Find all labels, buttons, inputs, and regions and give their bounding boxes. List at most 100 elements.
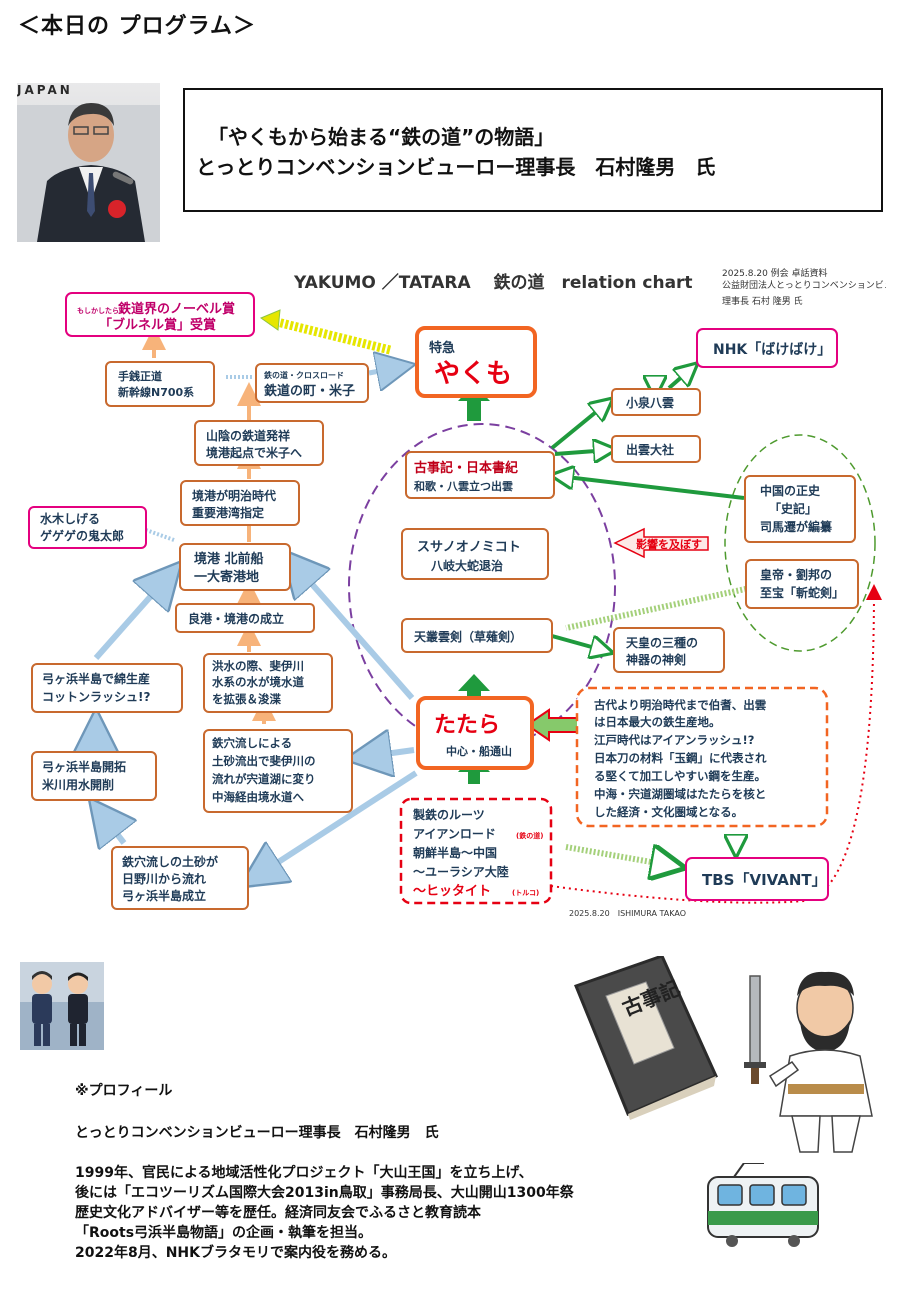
arrow-yonago-yakumo bbox=[368, 366, 406, 373]
vivant-label: TBS「VIVANT」 bbox=[702, 871, 827, 889]
kanna-line-2: 土砂流出で斐伊川の bbox=[212, 754, 316, 768]
chart-meta-1: 2025.8.20 例会 卓話資料 bbox=[722, 267, 828, 279]
tatara-info-6: 中海・宍道湖圏域はたたらを核と bbox=[594, 787, 766, 801]
sakai-meiji-line-1: 境港が明治時代 bbox=[192, 488, 276, 503]
train-icon bbox=[707, 1163, 819, 1247]
nobel-small: もしかしたら bbox=[77, 306, 119, 315]
blue-arrows bbox=[96, 558, 418, 881]
kanna-line-3: 流れが宍道湖に変り bbox=[212, 772, 316, 786]
profile-line: 後には「エコツーリズム国際大会2013in鳥取」事務局長、大山開山1300年祭 bbox=[75, 1185, 574, 1201]
yonago-main: 鉄道の町・米子 bbox=[264, 383, 355, 399]
shiki-line-2: 「史記」 bbox=[769, 501, 817, 516]
tatara-main: たたら bbox=[434, 713, 500, 738]
tatara-info-5: る堅くて加工しやすい鋼を生産。 bbox=[594, 769, 766, 783]
influence-label: 影響を及ぼす bbox=[636, 537, 702, 551]
talk-title: 「やくもから始まる“鉄の道”の物語」 bbox=[208, 125, 555, 149]
arrow-red-dotted bbox=[550, 584, 882, 904]
flood-line-1: 洪水の際、斐伊川 bbox=[212, 659, 304, 673]
roots-line-3: 朝鮮半島～中国 bbox=[413, 845, 497, 860]
node-boxes bbox=[28, 292, 859, 910]
cotton-line-1: 弓ヶ浜半島で綿生産 bbox=[42, 671, 150, 686]
yakumo-main: やくも bbox=[434, 359, 512, 389]
profile-line: 1999年、官民による地域活性化プロジェクト「大山王国」を立ち上げ、 bbox=[75, 1165, 533, 1181]
kojiki-line-1: 古事記・日本書紀 bbox=[414, 460, 518, 476]
emperor-line-1: 皇帝・劉邦の bbox=[760, 567, 832, 582]
tatara-info-3: 江戸時代はアイアンラッシュ!? bbox=[594, 733, 754, 747]
photo-caption: JAPAN bbox=[17, 83, 73, 97]
talk-speaker: とっとりコンベンションビューロー理事長 石村隆男 氏 bbox=[196, 155, 716, 179]
tatara-info-4: 日本刀の材料「玉鋼」に代表され bbox=[594, 751, 767, 765]
flood-line-3: を拡張＆浚渫 bbox=[212, 692, 281, 706]
speaker-photo: JAPAN bbox=[17, 83, 160, 242]
profile-line: 歴史文化アドバイザー等を歴任。経済同友会でふるさと教育読本 bbox=[75, 1205, 481, 1221]
ryoko-label: 良港・境港の成立 bbox=[188, 611, 284, 626]
warrior-illustration-icon bbox=[744, 971, 873, 1153]
profile-heading: ※プロフィール bbox=[75, 1083, 173, 1099]
kanna-line-4: 中海経由境水道へ bbox=[212, 790, 304, 804]
arrow-yakumo-nobel bbox=[267, 315, 392, 355]
tatara-info-7: した経済・文化圏域となる。 bbox=[594, 805, 743, 819]
roots-line-1: 製鉄のルーツ bbox=[412, 807, 485, 822]
kaitaku-line-1: 弓ヶ浜半島開拓 bbox=[42, 759, 126, 774]
nobel-line-2: 「ブルネル賞」受賞 bbox=[99, 317, 216, 333]
mizuki-line-1: 水木しげる bbox=[40, 511, 100, 526]
kojiki-line-2: 和歌・八雲立つ出雲 bbox=[414, 479, 513, 493]
izumo-label: 出雲大社 bbox=[626, 442, 674, 457]
roots-line-2: アイアンロード bbox=[413, 827, 496, 841]
chart-meta-3: 理事長 石村 隆男 氏 bbox=[722, 295, 803, 307]
arrow-roots-vivant bbox=[565, 844, 674, 866]
chart-meta-2: 公益財団法人とっとりコンベンションビューロー bbox=[722, 279, 886, 291]
amenomura-label: 天叢雲剣（草薙剣） bbox=[414, 629, 522, 644]
n700-line-1: 手銭正道 bbox=[118, 369, 162, 383]
flood-line-2: 水系の水が境水道 bbox=[212, 675, 304, 689]
relation-chart: YAKUMO ／TATARA 鉄の道 relation chart 2025.8… bbox=[28, 267, 886, 918]
emperor-line-2: 至宝「斬蛇剣」 bbox=[760, 585, 844, 600]
yonago-small: 鉄の道・クロスロード bbox=[264, 370, 344, 380]
koizumi-label: 小泉八雲 bbox=[626, 395, 674, 410]
page-heading: ＜本日の プログラム＞ bbox=[18, 14, 256, 39]
chart-title: YAKUMO ／TATARA 鉄の道 relation chart bbox=[293, 272, 693, 293]
speaker-figure-icon bbox=[17, 103, 160, 242]
shiki-line-3: 司馬遷が編纂 bbox=[760, 519, 833, 534]
sakai-meiji-line-2: 重要港湾指定 bbox=[192, 505, 264, 520]
profile-name: とっとりコンベンションビューロー理事長 石村隆男 氏 bbox=[75, 1125, 439, 1141]
chart-footer: 2025.8.20 ISHIMURA TAKAO bbox=[569, 909, 686, 918]
sanshu-line-2: 神器の神剣 bbox=[626, 652, 686, 667]
mizuki-line-2: ゲゲゲの鬼太郎 bbox=[40, 528, 124, 543]
roots-line-2-small: (鉄の道) bbox=[516, 831, 543, 840]
kitamae-line-2: 一大寄港地 bbox=[194, 569, 259, 585]
green-outline-arrows bbox=[552, 368, 744, 850]
roots-line-4: ～ユーラシア大陸 bbox=[413, 864, 509, 879]
tatara-sub: 中心・船通山 bbox=[446, 744, 512, 758]
profile-line: 「Roots弓浜半島物語」の企画・執筆を担当。 bbox=[75, 1225, 373, 1241]
shiki-line-1: 中国の正史 bbox=[760, 483, 821, 498]
arrow-kitamae-mizuki bbox=[145, 528, 175, 542]
roots-line-5-small: (トルコ) bbox=[512, 889, 539, 897]
kaitaku-line-2: 米川用水開削 bbox=[42, 777, 114, 792]
nobel-line-1: 鉄道界のノーベル賞 bbox=[118, 301, 235, 317]
sanin-line-2: 境港起点で米子へ bbox=[206, 445, 302, 460]
cotton-line-2: コットンラッシュ!? bbox=[42, 690, 150, 704]
kojiki-book-icon: 古事記 bbox=[574, 956, 718, 1120]
kanna-line-1: 鉄穴流しによる bbox=[212, 736, 292, 750]
susanoo-line-1: スサノオノミコト bbox=[417, 540, 521, 555]
roots-line-5: ～ヒッタイト bbox=[413, 884, 491, 899]
talk-box bbox=[183, 88, 883, 212]
n700-line-2: 新幹線N700系 bbox=[118, 385, 194, 399]
china-circle bbox=[724, 434, 876, 652]
yumigahama-line-2: 日野川から流れ bbox=[122, 871, 206, 886]
profile-line: 2022年8月、NHKブラタモリで案内役を務める。 bbox=[75, 1245, 396, 1261]
train-passengers-icon bbox=[20, 962, 104, 1050]
yakumo-sub: 特急 bbox=[429, 340, 455, 356]
tatara-info-1: 古代より明治時代まで伯耆、出雲 bbox=[594, 698, 767, 712]
nhk-label: NHK「ばけばけ」 bbox=[713, 341, 831, 358]
kitamae-line-1: 境港 北前船 bbox=[194, 551, 264, 567]
influence-arrow bbox=[613, 527, 709, 559]
susanoo-line-2: 八岐大蛇退治 bbox=[430, 558, 503, 573]
arrow-emperor-sword bbox=[565, 585, 751, 631]
sanin-line-1: 山陰の鉄道発祥 bbox=[206, 428, 290, 443]
yumigahama-line-1: 鉄穴流しの土砂が bbox=[122, 854, 218, 869]
tatara-info-2: は日本最大の鉄生産地。 bbox=[594, 715, 721, 729]
yumigahama-line-3: 弓ヶ浜半島成立 bbox=[122, 888, 206, 903]
sanshu-line-1: 天皇の三種の bbox=[626, 635, 698, 650]
